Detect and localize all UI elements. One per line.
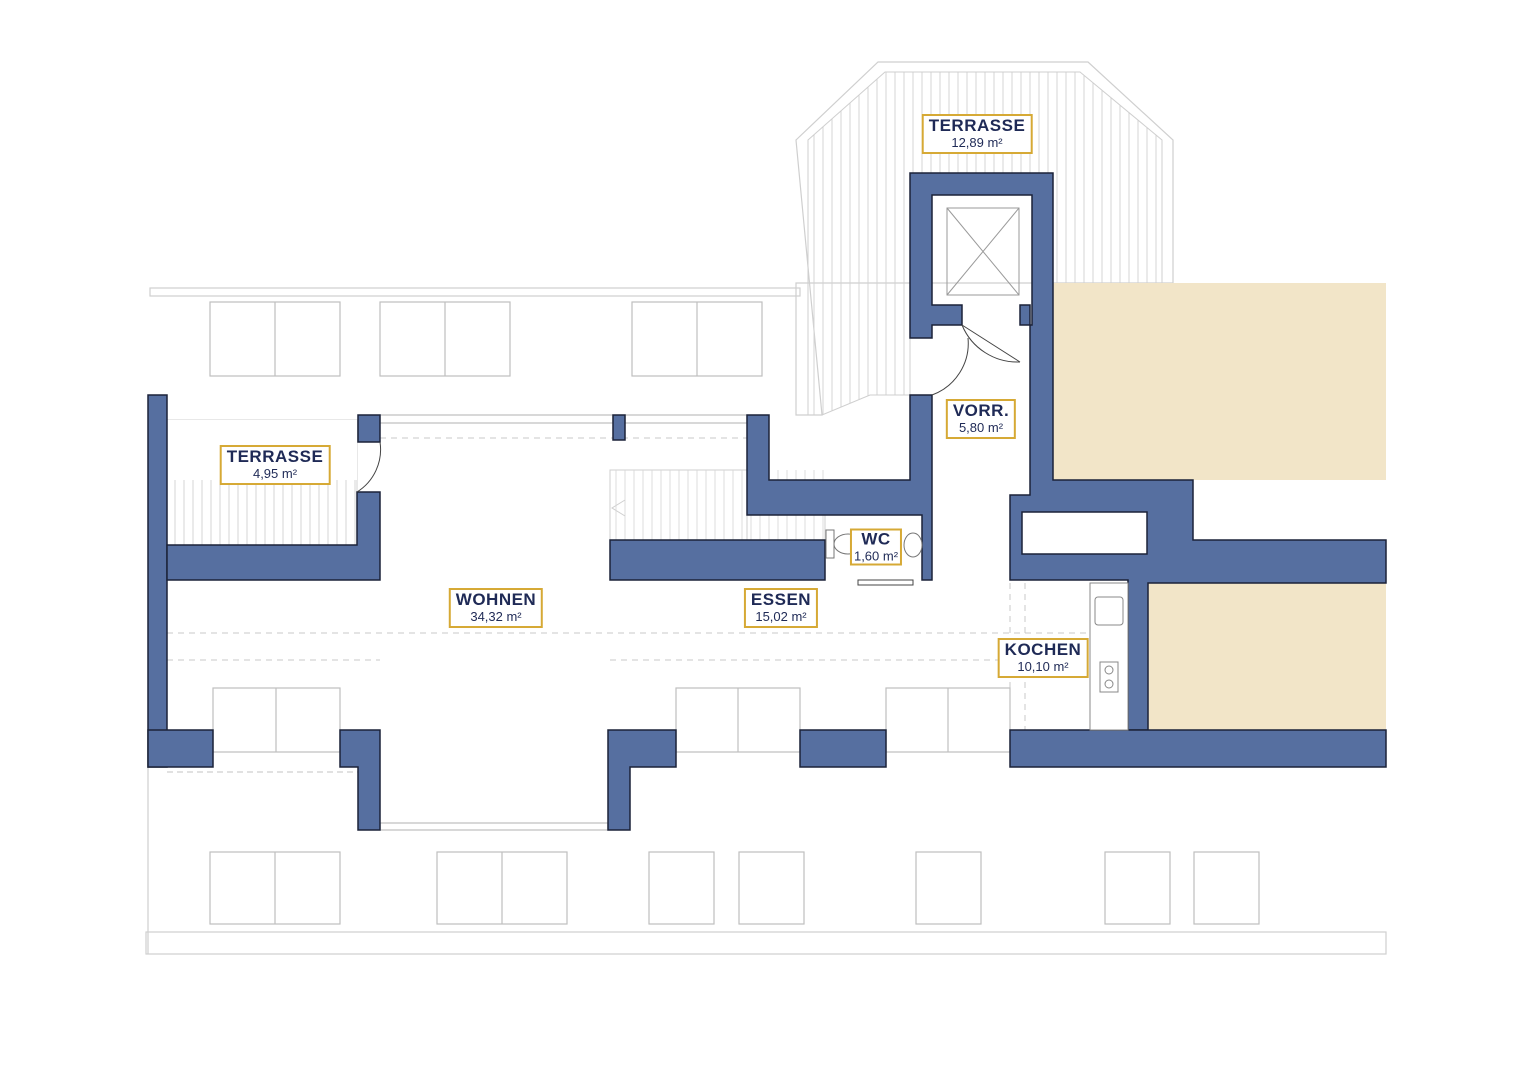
room-area: 15,02 m² (755, 608, 807, 624)
room-name: WOHNEN (455, 590, 537, 610)
room-area: 34,32 m² (470, 608, 522, 624)
room-name: WC (861, 529, 891, 549)
room-name: TERRASSE (226, 447, 324, 467)
room-area: 10,10 m² (1017, 658, 1069, 674)
room-area: 12,89 m² (951, 134, 1003, 150)
doors (356, 324, 1021, 586)
windows (209, 301, 1260, 925)
room-area: 5,80 m² (958, 419, 1004, 435)
room-area: 4,95 m² (252, 465, 298, 481)
room-name: TERRASSE (928, 116, 1026, 136)
room-area: 1,60 m² (853, 548, 899, 564)
elevator (946, 207, 1020, 296)
walls (147, 172, 1387, 831)
room-name: ESSEN (750, 590, 812, 610)
room-label-vorraum: VORR.5,80 m² (945, 399, 1017, 439)
room-name: VORR. (952, 401, 1010, 421)
room-name: KOCHEN (1004, 640, 1082, 660)
neighbouring-unit (1053, 283, 1386, 752)
kitchen-counter (1089, 582, 1129, 731)
